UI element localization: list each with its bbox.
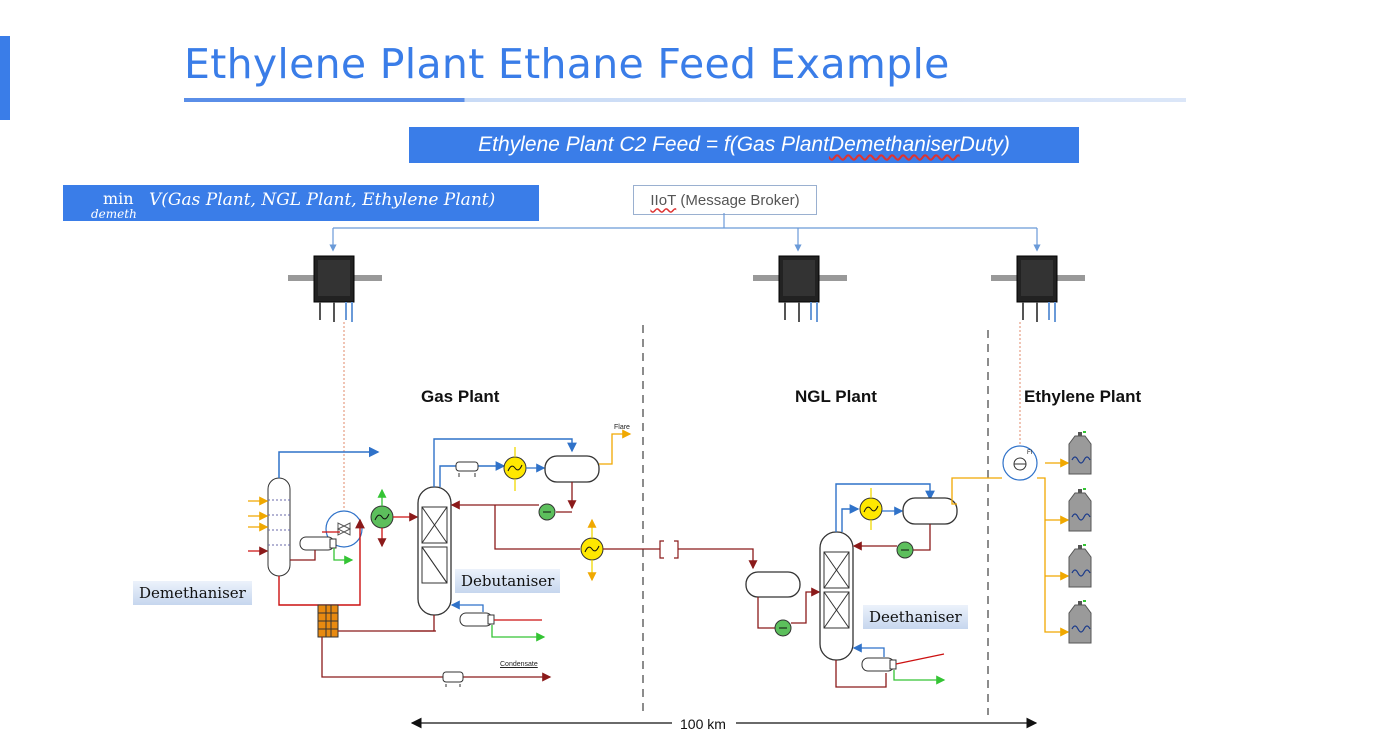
cracking-furnace-4 <box>1068 600 1092 644</box>
reflux-pump <box>538 503 556 521</box>
iiot-gateway-gas-plant <box>288 255 382 322</box>
gas-to-ngl-line <box>494 505 580 550</box>
deb-reb-green <box>491 625 546 642</box>
pipeline-to-ngl <box>603 548 753 568</box>
iiot-gateway-ethylene-plant <box>991 255 1085 322</box>
ngl-feed-pump <box>774 619 792 637</box>
feed-heater <box>370 505 394 529</box>
debutaniser-label: Debutaniser <box>455 569 561 593</box>
demethaniser-reboiler <box>299 536 337 551</box>
flare-label: Flare <box>614 424 630 431</box>
demethaniser-reboil-return <box>290 550 316 561</box>
distance-label: 100 km <box>677 716 729 732</box>
debutaniser-reflux-drum <box>544 455 600 483</box>
iiot-network-lines <box>329 213 1041 252</box>
ngl-feed-drum <box>745 571 801 598</box>
deethaniser-reflux-drum <box>902 497 958 525</box>
opt-subscript: demeth <box>91 207 137 221</box>
dee-drum-bottom <box>913 524 931 551</box>
optimization-objective: min demeth V(Gas Plant, NGL Plant, Ethyl… <box>63 185 539 221</box>
accent-bar <box>0 36 10 120</box>
demethaniser-label: Demethaniser <box>133 581 252 605</box>
formula-keyword: Demethaniser <box>828 133 960 156</box>
ethane-product-line <box>951 477 1002 505</box>
debutaniser-cooler-fan <box>455 461 479 477</box>
title-underline <box>184 98 1186 102</box>
condensate-label: Condensate <box>500 661 538 668</box>
dee-reb-green <box>893 670 946 685</box>
cracking-furnace-2 <box>1068 488 1092 532</box>
debutaniser-reboiler <box>459 612 495 627</box>
demethaniser-green-out <box>333 548 354 565</box>
cracking-furnace-1 <box>1068 431 1092 475</box>
deethaniser-feed <box>791 587 821 624</box>
flow-indicator <box>1002 445 1038 481</box>
deethaniser-label: Deethaniser <box>863 605 968 629</box>
debutaniser-bottoms <box>410 615 435 632</box>
deethaniser-condenser <box>859 497 883 521</box>
opt-min: min <box>103 189 134 208</box>
deethaniser-bottoms <box>835 660 887 688</box>
iiot-gateway-ngl-plant <box>753 255 847 322</box>
debutaniser-reboil-in <box>450 600 484 612</box>
gas-plant-label: Gas Plant <box>421 387 500 406</box>
deethaniser-reboiler <box>861 657 897 672</box>
iiot-message-broker: IIoT (Message Broker) <box>633 185 817 215</box>
debutaniser-condenser <box>503 456 527 480</box>
demethaniser-overhead <box>278 446 380 478</box>
dee-reb-red <box>895 653 945 665</box>
deethaniser-reflux-pump <box>896 541 914 559</box>
condensate-line <box>321 637 552 682</box>
deethaniser-column <box>819 531 854 661</box>
slide-title: Ethylene Plant Ethane Feed Example <box>184 40 950 88</box>
ngl-plant-label: NGL Plant <box>795 387 877 406</box>
deethaniser-overhead <box>835 483 935 532</box>
deethaniser-overhead-2 <box>841 504 860 532</box>
deethaniser-reboil-in <box>852 643 885 657</box>
broker-rest: (Message Broker) <box>676 191 800 209</box>
fi-label: FI <box>1027 450 1033 456</box>
debutaniser-overhead-2 <box>439 461 506 487</box>
pipeline-break <box>659 540 679 559</box>
ngl-drum-bottom <box>757 597 775 629</box>
broker-acronym: IIoT <box>650 191 677 209</box>
debutaniser-overhead <box>433 438 577 487</box>
demethaniser-feeds <box>248 496 269 556</box>
ethylene-plant-label: Ethylene Plant <box>1024 387 1142 406</box>
formula-suffix: Duty) <box>959 133 1010 156</box>
debutaniser-column <box>417 486 452 616</box>
condensate-pump-icon <box>442 671 464 687</box>
demethaniser-column <box>267 477 291 577</box>
formula-prefix: Ethylene Plant C2 Feed = f(Gas Plant <box>478 133 829 156</box>
expander-valve <box>325 510 363 548</box>
cracking-furnace-3 <box>1068 544 1092 588</box>
export-cooler <box>580 537 604 561</box>
flare-line <box>599 429 632 465</box>
cold-box-exchanger <box>317 604 339 638</box>
formula-banner: Ethylene Plant C2 Feed = f(Gas Plant Dem… <box>409 127 1079 163</box>
ethylene-header <box>1037 477 1070 637</box>
opt-expression: V(Gas Plant, NGL Plant, Ethylene Plant) <box>149 190 496 210</box>
